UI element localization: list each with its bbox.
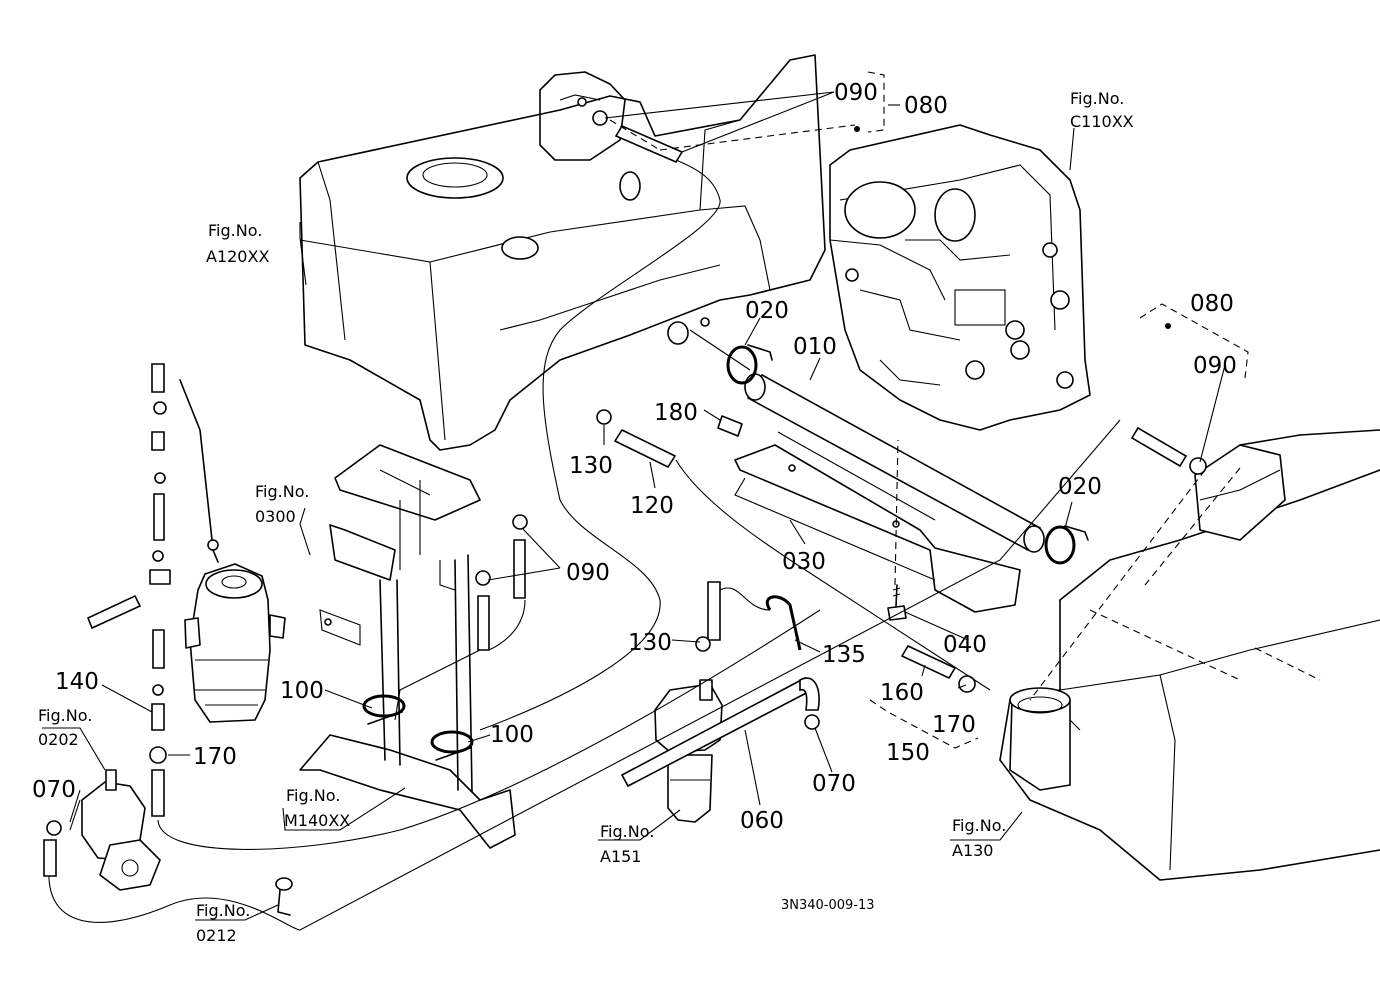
clamp-100-right [430,730,474,761]
drawing-code: 3N340-009-13 [781,898,875,913]
label-070-right: 070 [812,771,856,797]
label-090-center: 090 [566,560,610,586]
label-135: 135 [822,642,866,668]
spacer-180 [717,415,743,437]
leader-lines [42,91,1226,921]
clamp-020-lower [1044,525,1089,565]
svg-text:A120XX: A120XX [206,247,269,266]
hose-right-090 [1130,426,1207,475]
label-100-right: 100 [490,722,534,748]
svg-text:A151: A151 [600,847,641,866]
label-180: 180 [654,400,698,426]
svg-text:Fig.No.: Fig.No. [255,482,309,501]
label-040: 040 [943,632,987,658]
part-number-labels: 010 020 020 030 040 060 070 070 080 080 … [32,80,1237,834]
fuel-pump-0202 [81,769,161,891]
fuel-lines [43,159,1121,931]
label-140: 140 [55,669,99,695]
svg-text:Fig.No.: Fig.No. [286,786,340,805]
label-130-upper: 130 [569,453,613,479]
hose-060 [620,676,820,788]
step-bracket-assembly [299,444,516,849]
fuel-filter-0300 [184,539,286,723]
label-020-lower: 020 [1058,474,1102,500]
svg-text:0212: 0212 [196,926,237,945]
fig-ref-m140xx: Fig.No. M140XX [284,786,350,830]
label-080-lower: 080 [1190,291,1234,317]
side-panel-030 [734,431,1021,613]
fitting-upper-tank [667,317,710,345]
hose-upper-090 [577,97,684,164]
lower-fuel-tank [999,429,1380,881]
label-150: 150 [886,740,930,766]
svg-text:A130: A130 [952,841,993,860]
figure-reference-labels: Fig.No. A120XX Fig.No. C110XX Fig.No. 03… [38,89,1134,945]
svg-text:0202: 0202 [38,730,79,749]
clamp-020-upper [726,344,773,385]
fig-ref-c110xx: Fig.No. C110XX [1070,89,1134,131]
label-060: 060 [740,808,784,834]
label-130-lower: 130 [628,630,672,656]
bracket-080-upper [854,71,885,133]
left-pipe-assembly [86,363,213,817]
svg-text:C110XX: C110XX [1070,112,1134,131]
label-090-upper: 090 [834,80,878,106]
upper-fuel-tank [299,54,826,451]
label-160: 160 [880,680,924,706]
svg-text:Fig.No.: Fig.No. [38,706,92,725]
phantom-lines [609,119,1321,701]
svg-text:Fig.No.: Fig.No. [952,816,1006,835]
fig-ref-0300: Fig.No. 0300 [255,482,309,526]
hose-135-connector [695,581,721,652]
hose-160 [900,644,976,693]
transmission-housing [829,124,1091,431]
svg-text:Fig.No.: Fig.No. [208,221,262,240]
fig-ref-a151: Fig.No. A151 [600,822,654,866]
fig-ref-0202: Fig.No. 0202 [38,706,92,749]
label-010: 010 [793,334,837,360]
label-170-right: 170 [932,712,976,738]
label-170-left: 170 [193,744,237,770]
clamp-135 [766,595,802,651]
label-030: 030 [782,549,826,575]
label-090-right: 090 [1193,353,1237,379]
fig-ref-0212: Fig.No. 0212 [196,901,250,945]
hose-vertical-090 [475,514,528,651]
label-070-left: 070 [32,777,76,803]
fig-ref-a120xx: Fig.No. A120XX [206,221,269,266]
hose-010 [744,373,1045,553]
svg-text:Fig.No.: Fig.No. [1070,89,1124,108]
hose-120 [596,409,677,469]
svg-text:Fig.No.: Fig.No. [196,901,250,920]
bracket-150 [869,699,979,749]
label-020-upper: 020 [745,298,789,324]
bracket-080-lower [1139,303,1249,379]
svg-text:M140XX: M140XX [284,811,350,830]
svg-text:0300: 0300 [255,507,296,526]
label-080-upper: 080 [904,93,948,119]
label-120: 120 [630,493,674,519]
fig-ref-a130: Fig.No. A130 [952,816,1006,860]
svg-text:Fig.No.: Fig.No. [600,822,654,841]
label-100-left: 100 [280,678,324,704]
